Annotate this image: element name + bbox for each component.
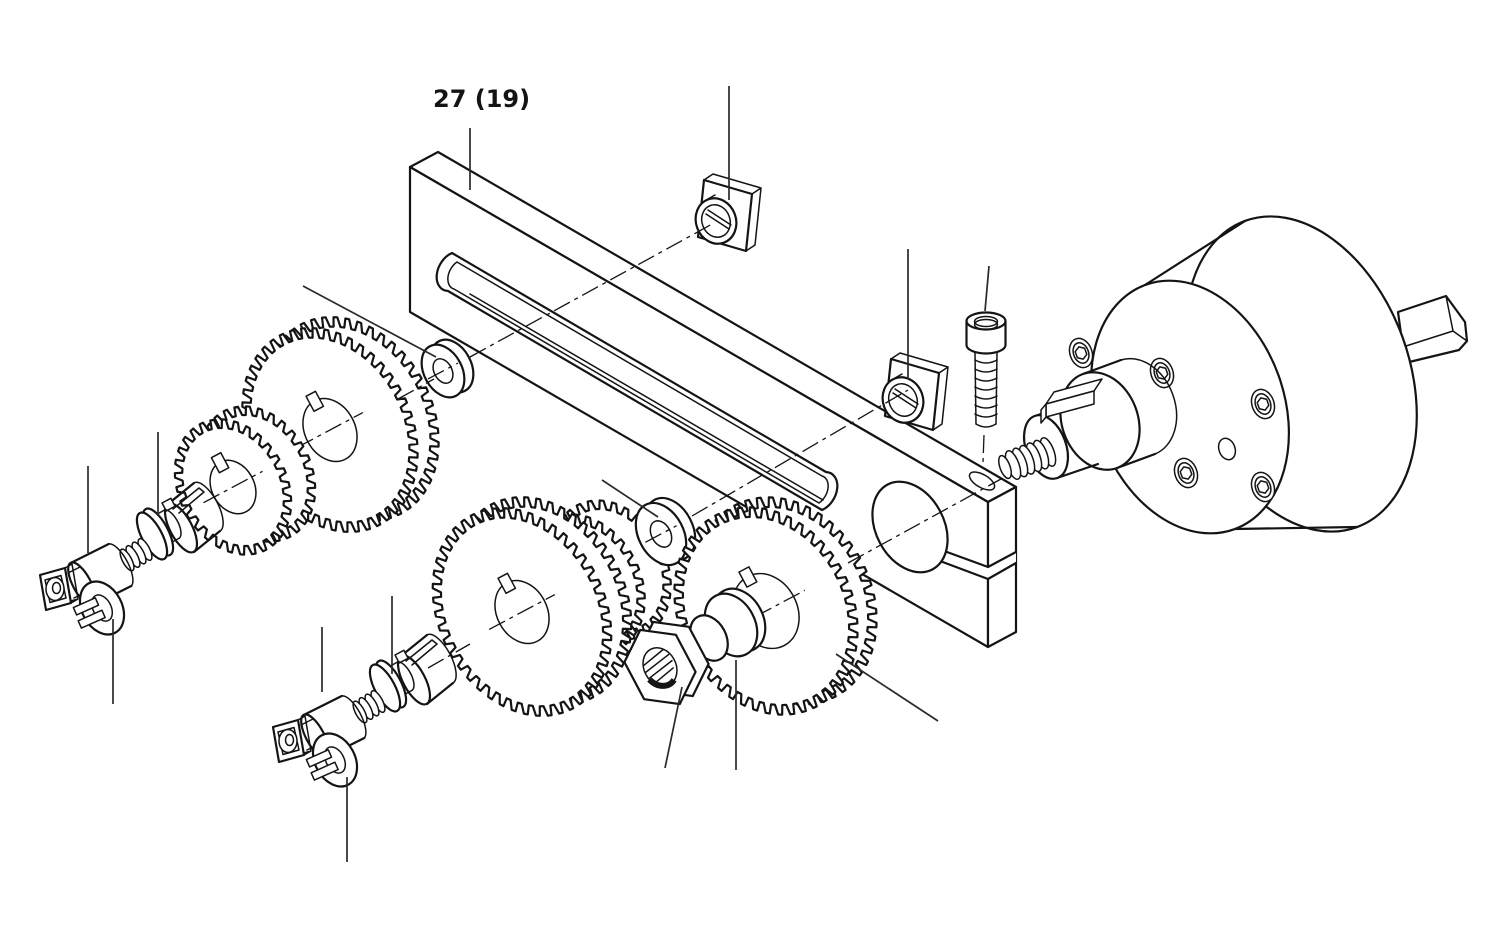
spacer-washer-center: [626, 489, 706, 573]
t-slot-nut-upper: [694, 173, 762, 253]
hex-nut-assembly: [615, 587, 767, 718]
leader-washer-upper: [302, 285, 437, 358]
socket-head-cap-screw: [965, 311, 1007, 428]
gear-spur-lower-right: [639, 465, 912, 747]
shaft-key-icon: [1040, 378, 1103, 424]
leader-hex-nut: [664, 686, 683, 769]
axis-lower-left-b: [691, 389, 909, 517]
part-number-label: 27 (19): [433, 85, 530, 113]
screw-socket-icon: [973, 315, 999, 328]
motor-output-shaft: [998, 378, 1103, 480]
flange-screw-icons: [1064, 334, 1280, 506]
square-flange-icon: [38, 563, 79, 612]
gear-motor: [998, 215, 1469, 535]
plate-slot: [435, 251, 839, 512]
plate-clamp-slit: [930, 546, 1018, 581]
axis-lower-left-a: [427, 643, 471, 669]
axis-motor-clamp: [847, 478, 1002, 564]
adjuster-stud-assembly-1: [38, 481, 224, 636]
spacer-washer-upper: [413, 332, 482, 404]
gear-spur-lower-left: [398, 466, 667, 747]
plate-clamp-bore: [871, 480, 949, 574]
axis-screw-hole: [982, 434, 985, 464]
center-axis-lines: [397, 222, 1002, 669]
axis-upper-train-a: [397, 378, 435, 400]
axis-upper-train-b: [469, 222, 715, 358]
leader-lines: [87, 86, 990, 862]
leader-cap-screw: [984, 265, 990, 312]
gear-spur-upper-small: [152, 386, 338, 575]
keyed-sleeve-icon: [159, 481, 224, 554]
threaded-shaft-tip-icon: [998, 437, 1057, 480]
adjuster-stud-assembly-2: [271, 633, 458, 796]
leader-gear-lower-right: [835, 653, 939, 722]
leader-washer-center: [601, 479, 659, 518]
hex-nut: [615, 616, 706, 718]
slotted-mounting-plate: [408, 150, 1018, 649]
flanged-bushing-icon: [135, 507, 182, 561]
